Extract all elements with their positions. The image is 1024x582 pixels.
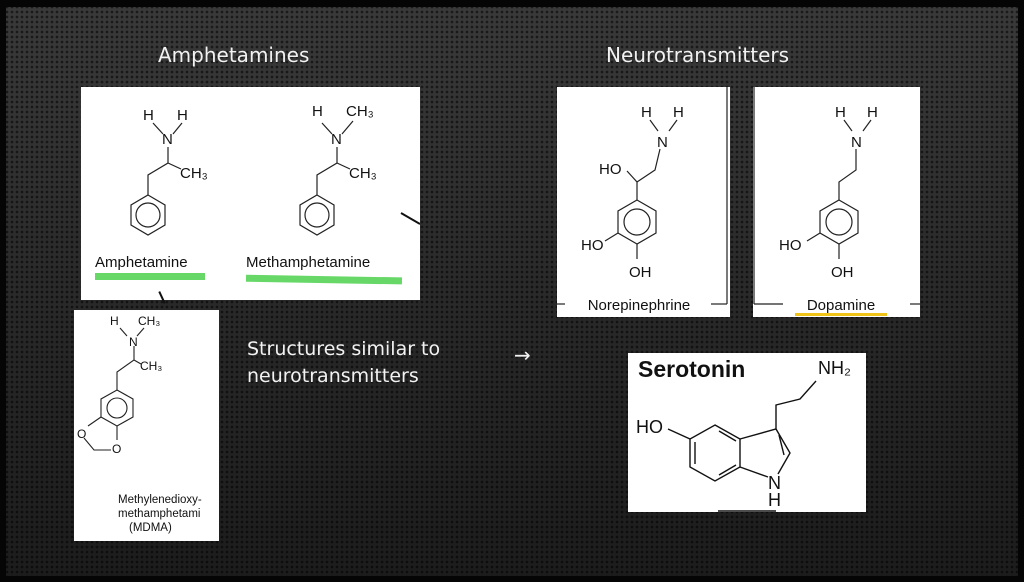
norepinephrine-panel: H H N HO HO OH Norepinephrine	[557, 87, 730, 317]
mdma-label-line1: Methylenedioxy-	[118, 494, 202, 506]
body-text: Structures similar to neurotransmitters	[247, 336, 440, 390]
mdma-label-line2: methamphetami	[118, 508, 200, 520]
atom-n: N	[331, 131, 342, 148]
atom-oh: OH	[831, 264, 854, 281]
serotonin-label: Serotonin	[638, 356, 745, 382]
dopamine-panel: H H N HO OH Dopamine	[753, 87, 920, 317]
mdma-structure: H CH₃ N CH₃ O O Methylenedioxy- methamph…	[77, 314, 202, 534]
dopamine-structure: H H N HO OH Dopamine	[753, 87, 920, 316]
norepinephrine-label: Norepinephrine	[588, 297, 691, 314]
atom-ch3: CH₃	[140, 359, 162, 373]
yellow-highlight	[795, 313, 887, 316]
atom-ch3: CH₃	[138, 314, 160, 328]
atom-n: N	[768, 473, 781, 493]
atom-h: H	[835, 104, 846, 121]
methamphetamine-label: Methamphetamine	[246, 254, 370, 271]
body-text-line2: neurotransmitters	[247, 365, 419, 387]
atom-o: O	[77, 427, 86, 441]
dopamine-label: Dopamine	[807, 297, 875, 314]
atom-ho: HO	[779, 237, 802, 254]
atom-h: H	[177, 107, 188, 124]
atom-o: O	[112, 442, 121, 456]
norepinephrine-structure: H H N HO HO OH Norepinephrine	[557, 87, 728, 314]
atom-h: H	[641, 104, 652, 121]
body-text-line1: Structures similar to	[247, 338, 441, 360]
arrow-icon: →	[514, 343, 531, 367]
serotonin-panel: Serotonin NH₂ HO N H	[628, 353, 866, 512]
green-highlight	[95, 273, 205, 280]
amphetamines-panel: H H N CH₃ H CH₃ N CH₃ Amphetamine Metham…	[81, 87, 420, 300]
atom-h: H	[312, 103, 323, 120]
atom-nh2: NH₂	[818, 358, 851, 378]
atom-n: N	[129, 335, 138, 349]
neurotransmitters-heading: Neurotransmitters	[606, 43, 790, 67]
atom-h: H	[673, 104, 684, 121]
atom-ho: HO	[636, 417, 663, 437]
atom-ch3: CH₃	[346, 103, 374, 120]
atom-h: H	[143, 107, 154, 124]
atom-ch3: CH₃	[349, 165, 377, 182]
atom-n: N	[657, 134, 668, 151]
atom-ho: HO	[599, 161, 622, 178]
atom-ho: HO	[581, 237, 604, 254]
amphetamine-label: Amphetamine	[95, 254, 188, 271]
mdma-panel: H CH₃ N CH₃ O O Methylenedioxy- methamph…	[74, 310, 219, 541]
atom-h: H	[110, 314, 119, 328]
atom-oh: OH	[629, 264, 652, 281]
atom-h: H	[867, 104, 878, 121]
mdma-label-line3: (MDMA)	[129, 522, 172, 534]
atom-n: N	[851, 134, 862, 151]
amphetamine-structures: H H N CH₃ H CH₃ N CH₃ Amphetamine Metham…	[95, 103, 420, 285]
amphetamines-heading: Amphetamines	[158, 43, 310, 67]
atom-n: N	[162, 131, 173, 148]
atom-ch3: CH₃	[180, 165, 208, 182]
green-highlight	[245, 274, 403, 285]
serotonin-structure: Serotonin NH₂ HO N H	[636, 356, 851, 512]
atom-h: H	[768, 490, 781, 510]
